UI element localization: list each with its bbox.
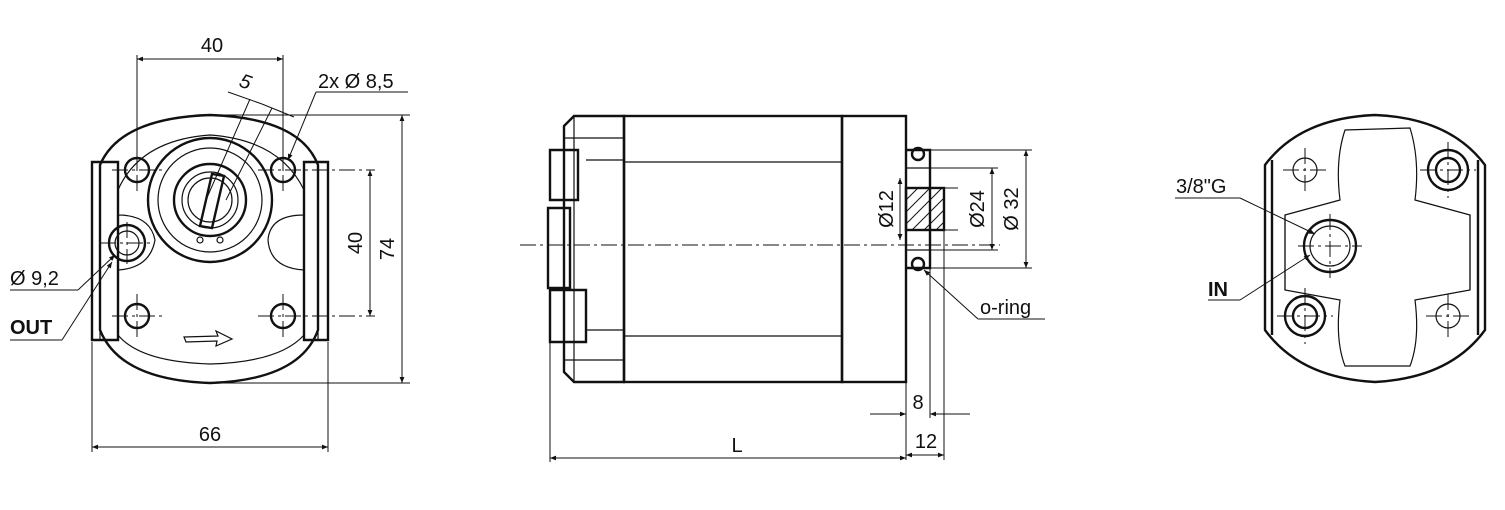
- rear-centerlines: [1277, 142, 1476, 344]
- rear-body-outline: [1263, 113, 1487, 384]
- rear-view: 3/8"G IN: [1175, 113, 1487, 384]
- dim-pilot-outer: Ø 32: [1001, 187, 1023, 230]
- dim-holes: 2x Ø 8,5: [318, 71, 394, 93]
- dim-port-diameter: Ø 9,2: [10, 268, 59, 290]
- front-flange: [840, 114, 908, 384]
- shaft-section: [904, 186, 946, 232]
- front-view: 40 5 2x Ø 8,5 Ø 9,2 OUT 40 74 66: [10, 35, 410, 452]
- front-boss: [146, 136, 274, 264]
- o-ring-top: [910, 146, 926, 162]
- o-ring-bottom: [910, 256, 926, 272]
- front-plate-outline: [117, 134, 305, 365]
- dim-length: L: [731, 435, 742, 457]
- dim-hole-spacing: 40: [345, 232, 367, 254]
- rear-mounting-holes: [1283, 148, 1470, 338]
- flow-arrow-icon: [183, 329, 234, 348]
- dim-pilot-length: 12: [915, 431, 937, 453]
- out-port-label: OUT: [10, 317, 52, 339]
- dim-pilot-inner: Ø24: [967, 190, 989, 228]
- shaft-key: [198, 172, 226, 230]
- dim-width: 66: [199, 424, 221, 446]
- dim-keyway: 5: [236, 70, 255, 95]
- front-left-lug: [90, 160, 120, 342]
- dim-height: 74: [377, 238, 399, 260]
- rear-inner-outline: [1284, 127, 1471, 367]
- pilot-diameter: [906, 148, 932, 270]
- front-body-outline: [98, 113, 320, 385]
- in-port-label: IN: [1208, 279, 1228, 301]
- side-view: Ø12 Ø24 Ø 32 o-ring 8 12 L: [520, 114, 1045, 462]
- front-centerlines: [100, 148, 375, 338]
- rear-port-thread: 3/8"G: [1176, 176, 1226, 198]
- dim-shaft: Ø12: [876, 190, 898, 228]
- pump-housing: [622, 114, 844, 384]
- o-ring-label: o-ring: [980, 297, 1031, 319]
- dim-top-width: 40: [201, 35, 223, 57]
- dim-shaft-length: 8: [912, 392, 923, 414]
- front-right-lug: [302, 160, 330, 342]
- shaft-seal: [172, 162, 248, 238]
